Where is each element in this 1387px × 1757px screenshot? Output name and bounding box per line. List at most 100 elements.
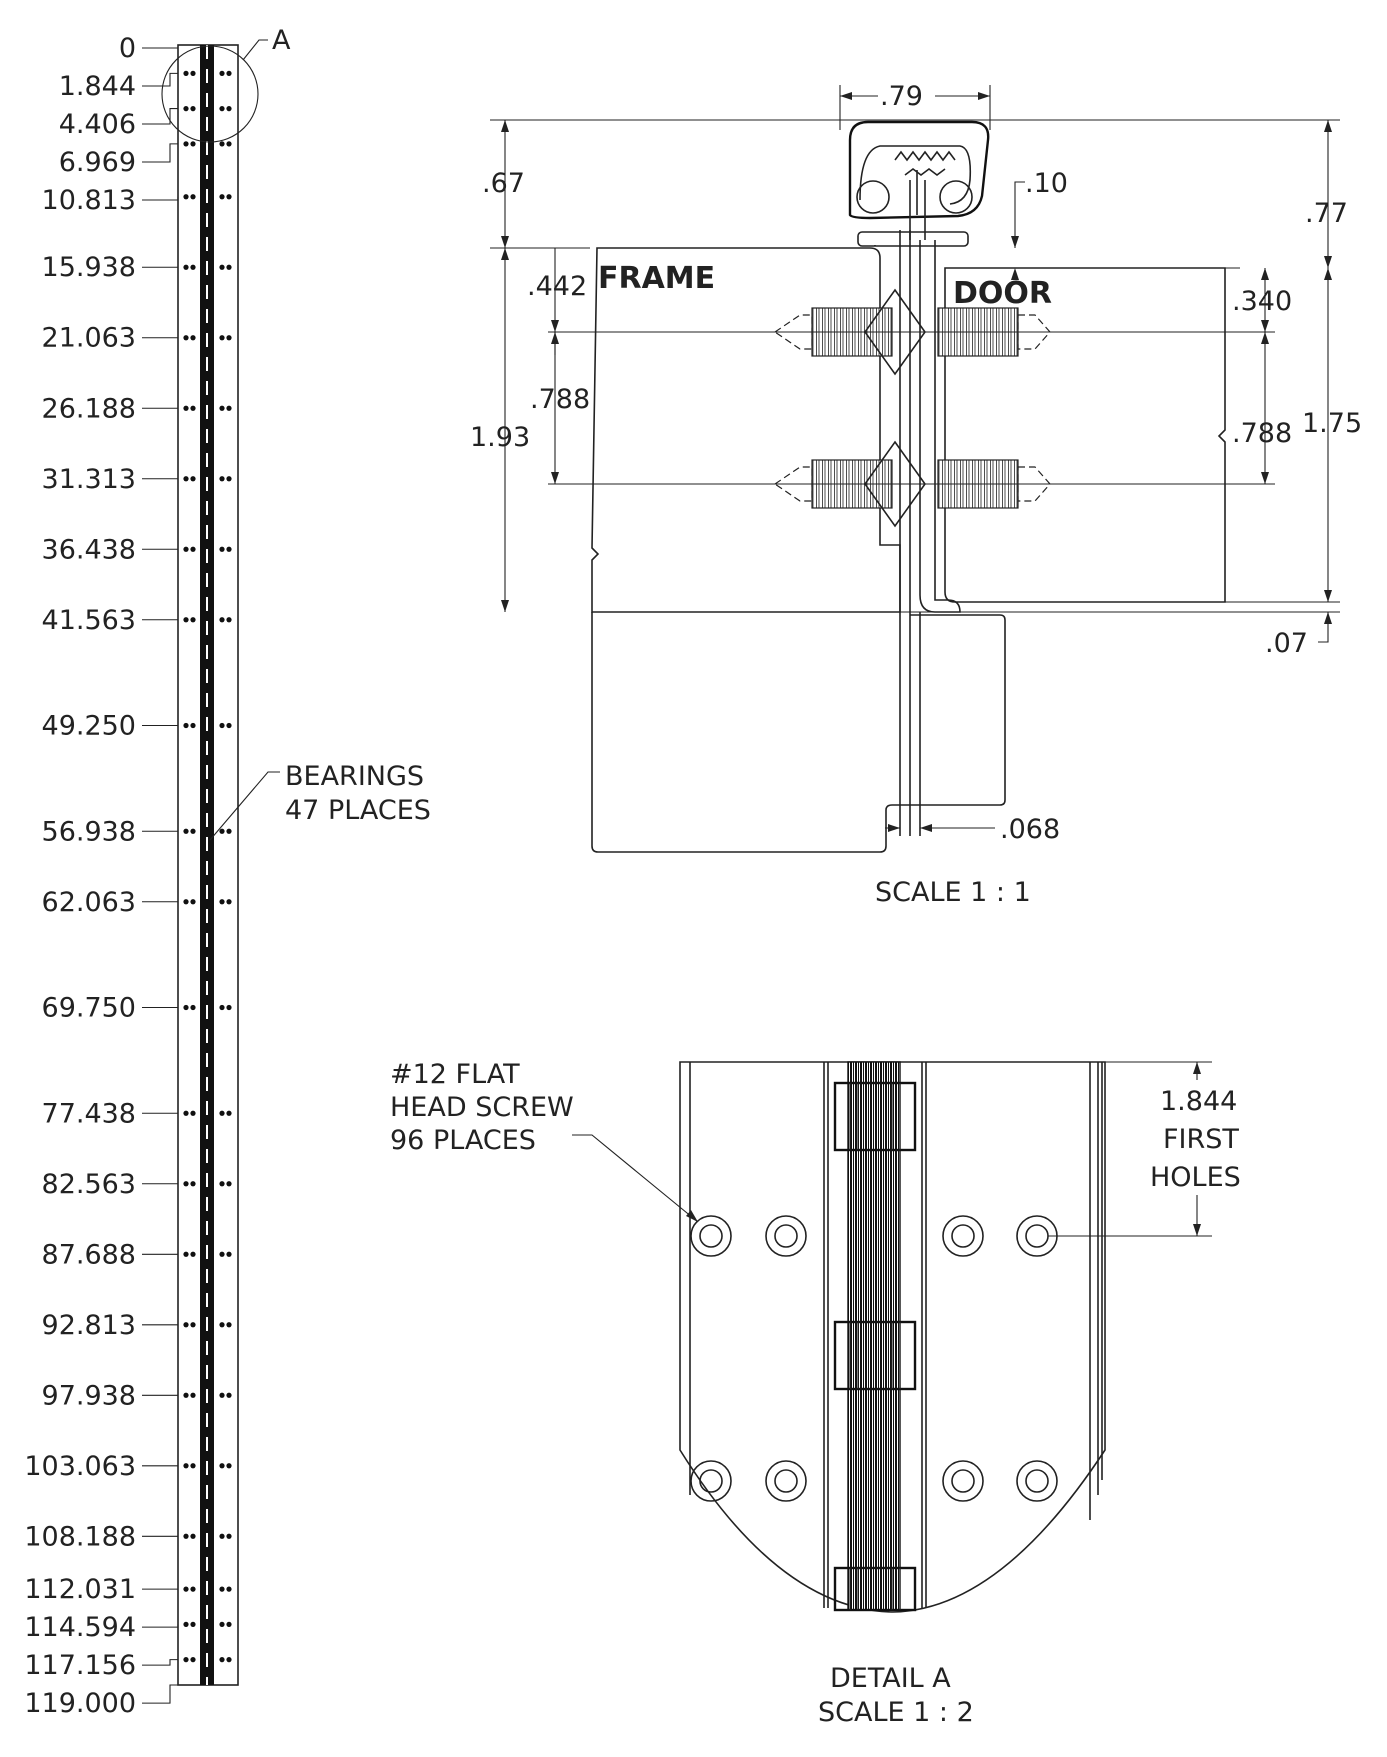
strip-screw-hole (226, 828, 232, 834)
strip-screw-hole (226, 141, 232, 147)
strip-screw-hole (190, 1463, 196, 1469)
door-leaf (944, 267, 1226, 603)
strip-screw-hole (183, 476, 189, 482)
detail-outline (679, 1061, 1106, 1613)
strip-screw-hole (219, 1463, 225, 1469)
dim-left-top: .67 (482, 168, 525, 199)
strip-screw-hole (219, 106, 225, 112)
strip-screw-hole (219, 546, 225, 552)
strip-screw-hole (190, 1110, 196, 1116)
strip-station-label: 31.313 (42, 464, 136, 495)
strip-station-label: 112.031 (24, 1574, 136, 1605)
strip-screw-hole (190, 476, 196, 482)
detail-a-view: #12 FLAT HEAD SCREW 96 PLACES 1.844 FIRS… (390, 1059, 1241, 1728)
strip-screw-hole (226, 1110, 232, 1116)
strip-screw-hole (190, 1392, 196, 1398)
strip-screw-hole (219, 141, 225, 147)
strip-screw-hole (219, 617, 225, 623)
strip-station-label: 82.563 (42, 1169, 136, 1200)
strip-station-label: 26.188 (42, 393, 136, 424)
strip-screw-hole (190, 899, 196, 905)
strip-station-leader (142, 1624, 179, 1628)
strip-station-label: 0 (119, 33, 136, 64)
strip-screw-hole (219, 1657, 225, 1663)
strip-station-label: 6.969 (59, 147, 136, 178)
bearings-note-line2: 47 PLACES (285, 795, 431, 826)
strip-screw-hole (190, 1004, 196, 1011)
strip-screw-hole (226, 1657, 232, 1663)
dim-frame-hole-spacing: .788 (530, 384, 590, 415)
detail-bearing-top (833, 1081, 917, 1152)
frame-leaf (591, 247, 901, 613)
strip-screw-hole (183, 70, 189, 76)
dim-door-hole-spacing: .788 (1232, 418, 1292, 449)
strip-station-leader (142, 1659, 178, 1666)
strip-screw-hole (226, 70, 232, 76)
strip-stations: 01.8444.4066.96910.81315.93821.06326.188… (24, 33, 232, 1719)
dim-pin-gap: .068 (1000, 814, 1060, 845)
strip-screw-hole (190, 1322, 196, 1328)
strip-station-label: 56.938 (42, 816, 136, 847)
dim-gap: .10 (1025, 168, 1068, 199)
detail-bearing-middle (833, 1320, 917, 1391)
strip-screw-hole (226, 405, 232, 411)
strip-screw-hole (183, 405, 189, 411)
dim-bottom-offset: .07 (1265, 628, 1308, 659)
holes-note-line2: FIRST (1163, 1124, 1239, 1155)
strip-screw-hole (190, 546, 196, 552)
strip-screw-hole (190, 264, 196, 270)
strip-screw-hole (190, 828, 196, 834)
strip-screw-hole (219, 405, 225, 411)
strip-screw-hole (219, 722, 225, 729)
strip-screw-hole (219, 828, 225, 834)
detail-knuckle (847, 1061, 901, 1611)
strip-station-label: 87.688 (42, 1239, 136, 1270)
strip-screw-hole (226, 617, 232, 623)
strip-screw-hole (183, 722, 189, 729)
detail-circle (161, 45, 259, 143)
holes-note-line3: HOLES (1150, 1162, 1241, 1193)
strip-screw-hole (226, 899, 232, 905)
strip-station-label: 97.938 (42, 1380, 136, 1411)
strip-station-label: 119.000 (24, 1688, 136, 1719)
strip-screw-hole (190, 617, 196, 623)
strip-screw-hole (190, 405, 196, 411)
strip-screw-hole (226, 194, 232, 200)
strip-screw-hole (190, 1657, 196, 1663)
frame-label: FRAME (598, 261, 715, 296)
strip-station-label: 1.844 (59, 71, 136, 102)
strip-screw-hole (219, 1181, 225, 1187)
strip-screw-hole (226, 264, 232, 270)
strip-station-label: 4.406 (59, 109, 136, 140)
strip-screw-hole (219, 1110, 225, 1116)
strip-screw-hole (219, 1322, 225, 1328)
strip-station-label: 108.188 (24, 1521, 136, 1552)
detail-scale: SCALE 1 : 2 (818, 1697, 974, 1728)
strip-screw-hole (183, 546, 189, 552)
screw-note-line3: 96 PLACES (390, 1125, 536, 1156)
detail-callout-letter: A (272, 25, 291, 56)
strip-screw-hole (219, 264, 225, 270)
strip-station-label: 103.063 (24, 1451, 136, 1482)
dim-frame-leaf: 1.93 (470, 422, 530, 453)
screw-note-line1: #12 FLAT (390, 1059, 520, 1090)
strip-screw-hole (190, 1621, 196, 1627)
strip-screw-hole (219, 899, 225, 905)
strip-screw-hole (226, 476, 232, 482)
strip-screw-hole (190, 141, 196, 147)
detail-title: DETAIL A (830, 1663, 951, 1694)
strip-screw-hole (183, 1004, 189, 1011)
section-view: .79 .67 1.93 .442 .788 FRAME DO (470, 81, 1362, 908)
strip-screw-hole (183, 1657, 189, 1663)
bearings-note-line1: BEARINGS (285, 761, 424, 792)
strip-screw-hole (226, 1621, 232, 1627)
strip-screw-hole (219, 1621, 225, 1627)
strip-station-label: 117.156 (24, 1650, 136, 1681)
strip-screw-hole (183, 1322, 189, 1328)
strip-station-label: 15.938 (42, 252, 136, 283)
strip-screw-hole (226, 1392, 232, 1398)
strip-station-leader (142, 72, 178, 87)
dim-door-leaf: 1.75 (1302, 408, 1362, 439)
strip-screw-hole (190, 335, 196, 341)
